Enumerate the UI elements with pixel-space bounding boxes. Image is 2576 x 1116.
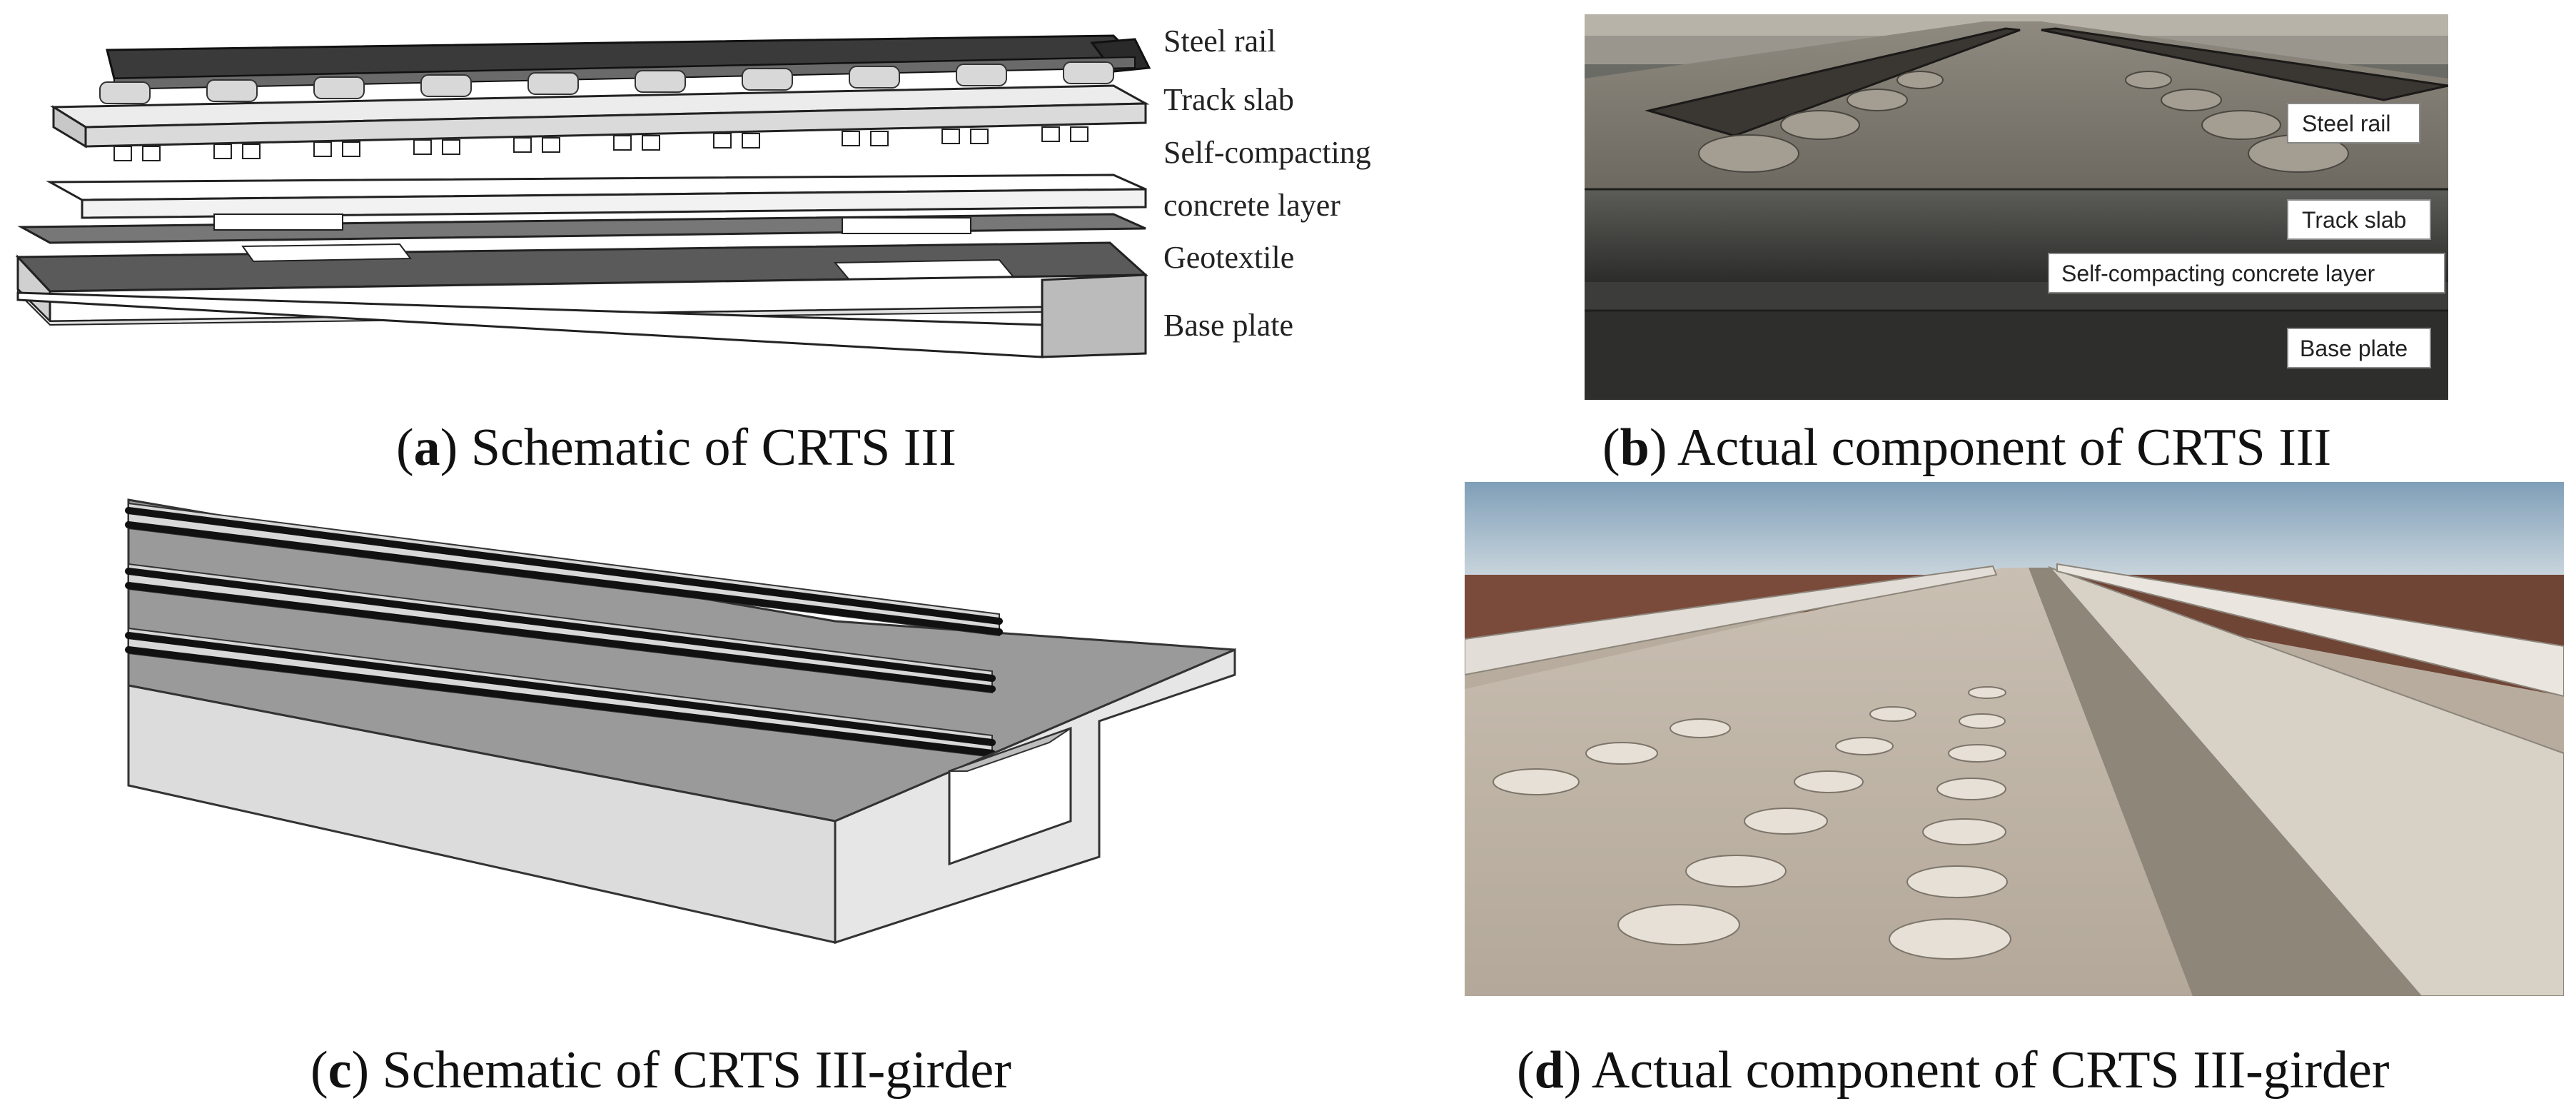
svg-text:Self-compacting concrete layer: Self-compacting concrete layer [2061, 261, 2375, 286]
slab-bosses [113, 126, 1089, 161]
caption-d-letter: d [1534, 1041, 1564, 1100]
label-steel-rail: Steel rail [1163, 24, 1276, 59]
caption-b: (b) Actual component of CRTS III [1602, 418, 2332, 477]
label-base-plate: Base plate [1163, 308, 1293, 343]
base-plate-drawing [15, 241, 1148, 358]
svg-text:Steel rail: Steel rail [2302, 111, 2391, 136]
panel-b-photo: Steel rail Track slab Self-compacting co… [1585, 14, 2448, 400]
photo-b-label-scc-layer: Self-compacting concrete layer [2048, 253, 2445, 293]
photo-b-label-steel-rail: Steel rail [2287, 103, 2420, 144]
label-track-slab: Track slab [1163, 82, 1294, 117]
photo-b-label-base-plate: Base plate [2287, 328, 2431, 368]
caption-d-text: Actual component of CRTS III-girder [1591, 1041, 2390, 1100]
caption-a-text: Schematic of CRTS III [470, 418, 956, 477]
rail-fasteners [99, 61, 1114, 104]
svg-text:Track slab: Track slab [2302, 207, 2406, 233]
caption-c-text: Schematic of CRTS III-girder [382, 1041, 1011, 1100]
svg-text:Base plate: Base plate [2300, 336, 2408, 361]
caption-c-letter: c [328, 1041, 352, 1100]
photo-b-fasteners [1698, 71, 2349, 173]
caption-c: (c) Schematic of CRTS III-girder [310, 1041, 1011, 1100]
caption-d: (d) Actual component of CRTS III-girder [1517, 1041, 2390, 1100]
label-concrete-layer: concrete layer [1163, 188, 1340, 223]
photo-d-fasteners [1492, 686, 2011, 960]
photo-b-label-track-slab: Track slab [2287, 199, 2431, 240]
caption-b-text: Actual component of CRTS III [1677, 418, 2332, 477]
steel-rail-drawing [106, 34, 1151, 91]
panel-a-schematic: Steel rail Track slab Self-compacting co… [15, 24, 1371, 358]
panel-d-photo [1465, 482, 2564, 996]
label-self-compacting: Self-compacting [1163, 135, 1371, 170]
caption-a-letter: a [413, 418, 440, 477]
track-slab-drawing [49, 84, 1150, 149]
girder-rails [125, 507, 1003, 757]
caption-a: (a) Schematic of CRTS III [396, 418, 956, 477]
panel-c-schematic [125, 498, 1236, 945]
label-geotextile: Geotextile [1163, 240, 1294, 275]
self-compacting-layer-drawing [46, 174, 1147, 219]
geotextile-drawing [17, 213, 1146, 244]
caption-b-letter: b [1620, 418, 1650, 477]
